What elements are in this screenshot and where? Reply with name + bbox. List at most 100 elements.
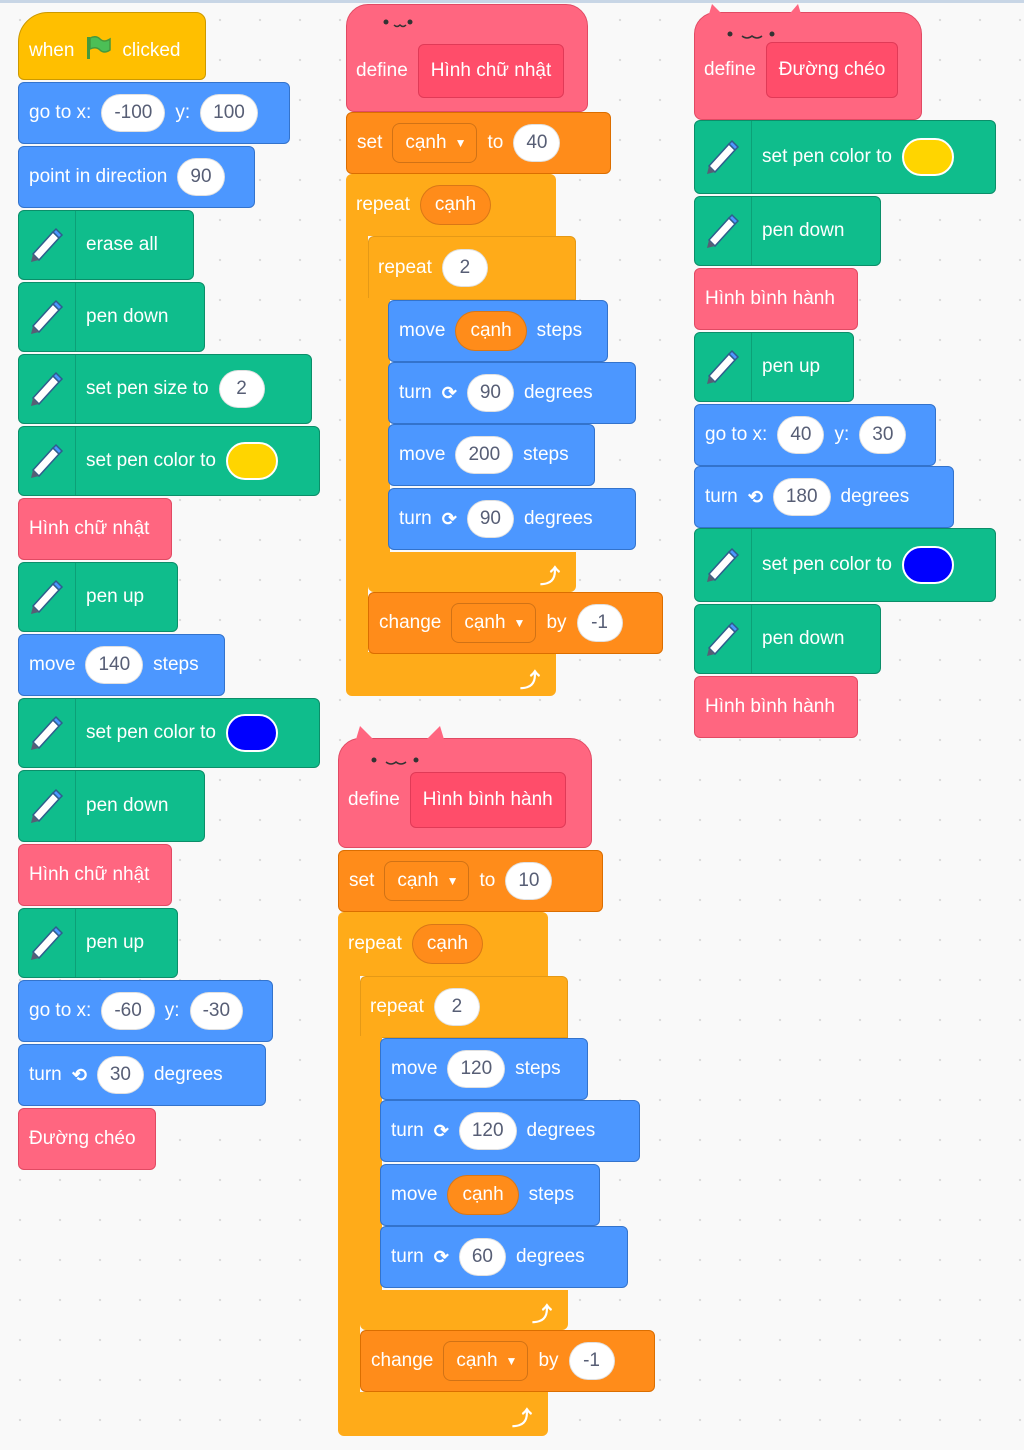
direction-input[interactable]: 90 <box>177 158 225 196</box>
pen-up-block[interactable]: pen up <box>18 562 178 632</box>
degrees-label: degrees <box>153 1064 223 1085</box>
turn-left-block[interactable]: turn ⟲ 30 degrees <box>18 1044 266 1106</box>
repeat-arrow-icon: ⤴ <box>540 566 560 588</box>
pen-icon <box>695 529 752 601</box>
steps-reporter[interactable]: cạnh <box>447 1175 519 1215</box>
repeat-count-input[interactable]: 2 <box>441 249 488 287</box>
steps-reporter[interactable]: cạnh <box>455 311 527 351</box>
call-hinh-binh-hanh-block[interactable]: Hình bình hành <box>694 676 858 738</box>
pen-down-block[interactable]: pen down <box>694 196 881 266</box>
variable-dropdown[interactable]: cạnh ▼ <box>443 1341 529 1381</box>
set-pen-color-block[interactable]: set pen color to <box>694 528 996 602</box>
define-name-block[interactable]: Hình chữ nhật <box>417 44 565 98</box>
set-variable-block[interactable]: set cạnh ▼ to 10 <box>338 850 603 912</box>
x-input[interactable]: 40 <box>777 416 825 454</box>
pen-size-input[interactable]: 2 <box>218 370 265 408</box>
repeat-arrow-icon: ⤴ <box>512 1408 532 1430</box>
set-pen-size-block[interactable]: set pen size to 2 <box>18 354 312 424</box>
y-input[interactable]: 30 <box>859 416 907 454</box>
degrees-input[interactable]: 180 <box>772 478 831 516</box>
go-to-xy-block[interactable]: go to x: 40 y: 30 <box>694 404 936 466</box>
move-steps-block[interactable]: move cạnh steps <box>388 300 608 362</box>
turn-right-block[interactable]: turn ⟳ 60 degrees <box>380 1226 628 1288</box>
steps-input[interactable]: 200 <box>455 436 514 474</box>
blue-color-swatch[interactable] <box>225 714 278 752</box>
cat-ears-icon <box>354 726 446 765</box>
move-steps-block[interactable]: move 120 steps <box>380 1038 588 1100</box>
turn-right-block[interactable]: turn ⟳ 90 degrees <box>388 362 636 424</box>
turn-label: turn <box>391 1246 424 1267</box>
blue-color-swatch[interactable] <box>901 546 954 584</box>
set-pen-color-block[interactable]: set pen color to <box>18 426 320 496</box>
erase-all-block[interactable]: erase all <box>18 210 194 280</box>
go-to-xy-block[interactable]: go to x: -60 y: -30 <box>18 980 273 1042</box>
variable-dropdown[interactable]: cạnh ▼ <box>392 123 478 163</box>
degrees-label: degrees <box>515 1246 585 1267</box>
change-variable-block[interactable]: change cạnh ▼ by -1 <box>360 1330 655 1392</box>
call-hinh-chu-nhat-block[interactable]: Hình chữ nhật <box>18 844 172 906</box>
x-input[interactable]: -100 <box>101 94 166 132</box>
move-steps-block[interactable]: move cạnh steps <box>380 1164 600 1226</box>
repeat-count-input[interactable]: 2 <box>433 988 480 1026</box>
to-label: to <box>479 870 496 891</box>
steps-input[interactable]: 120 <box>447 1050 506 1088</box>
x-input[interactable]: -60 <box>101 992 155 1030</box>
define-row: define Hình chữ nhật <box>346 36 588 106</box>
repeat-outer-bottom[interactable] <box>346 652 556 696</box>
y-input[interactable]: -30 <box>189 992 244 1030</box>
pen-icon <box>19 771 76 841</box>
move-steps-block[interactable]: move 140 steps <box>18 634 225 696</box>
repeat-outer-arm <box>346 234 368 652</box>
set-pen-color-block[interactable]: set pen color to <box>694 120 996 194</box>
clicked-label: clicked <box>122 40 181 61</box>
call-hinh-chu-nhat-block[interactable]: Hình chữ nhật <box>18 498 172 560</box>
yellow-color-swatch[interactable] <box>901 138 954 176</box>
call-duong-cheo-block[interactable]: Đường chéo <box>18 1108 156 1170</box>
yellow-color-swatch[interactable] <box>225 442 278 480</box>
go-to-xy-block[interactable]: go to x: -100 y: 100 <box>18 82 290 144</box>
change-value-input[interactable]: -1 <box>576 604 623 642</box>
pen-up-block[interactable]: pen up <box>18 908 178 978</box>
cat-ears-icon <box>706 4 804 39</box>
define-name-block[interactable]: Đường chéo <box>765 42 899 98</box>
define-name-block[interactable]: Hình bình hành <box>409 772 566 828</box>
steps-input[interactable]: 140 <box>85 646 144 684</box>
variable-dropdown[interactable]: cạnh ▼ <box>451 603 537 643</box>
move-steps-block[interactable]: move 200 steps <box>388 424 595 486</box>
degrees-input[interactable]: 90 <box>466 500 514 538</box>
repeat-inner-bottom[interactable] <box>360 1290 568 1330</box>
change-variable-block[interactable]: change cạnh ▼ by -1 <box>368 592 663 654</box>
turn-left-block[interactable]: turn ⟲ 180 degrees <box>694 466 954 528</box>
pen-down-block[interactable]: pen down <box>694 604 881 674</box>
turn-right-block[interactable]: turn ⟳ 120 degrees <box>380 1100 640 1162</box>
pen-up-block[interactable]: pen up <box>694 332 854 402</box>
repeat-count-reporter[interactable]: cạnh <box>419 185 492 225</box>
turn-left-icon: ⟲ <box>747 486 763 507</box>
repeat-outer-arm <box>338 974 360 1394</box>
turn-right-block[interactable]: turn ⟳ 90 degrees <box>388 488 636 550</box>
when-label: when <box>29 40 75 61</box>
by-label: by <box>546 612 567 633</box>
pen-down-block[interactable]: pen down <box>18 770 205 842</box>
set-variable-block[interactable]: set cạnh ▼ to 40 <box>346 112 611 174</box>
degrees-input[interactable]: 120 <box>458 1112 517 1150</box>
set-pen-color-label: set pen color to <box>762 146 892 167</box>
repeat-count-reporter[interactable]: cạnh <box>411 924 484 964</box>
variable-dropdown[interactable]: cạnh ▼ <box>384 861 470 901</box>
value-input[interactable]: 40 <box>513 124 561 162</box>
y-input[interactable]: 100 <box>200 94 258 132</box>
set-pen-color-block[interactable]: set pen color to <box>18 698 320 768</box>
degrees-input[interactable]: 60 <box>458 1238 506 1276</box>
repeat-inner-bottom[interactable] <box>368 552 576 592</box>
value-input[interactable]: 10 <box>505 862 553 900</box>
change-value-input[interactable]: -1 <box>568 1342 615 1380</box>
degrees-input[interactable]: 30 <box>96 1056 144 1094</box>
call-hinh-binh-hanh-block[interactable]: Hình bình hành <box>694 268 858 330</box>
point-in-direction-block[interactable]: point in direction 90 <box>18 146 255 208</box>
dropdown-caret-icon: ▼ <box>513 616 526 630</box>
degrees-input[interactable]: 90 <box>466 374 514 412</box>
when-flag-clicked-block[interactable]: when clicked <box>18 12 206 80</box>
repeat-outer-bottom[interactable] <box>338 1392 548 1436</box>
pen-down-block[interactable]: pen down <box>18 282 205 352</box>
green-flag-icon <box>84 35 112 67</box>
